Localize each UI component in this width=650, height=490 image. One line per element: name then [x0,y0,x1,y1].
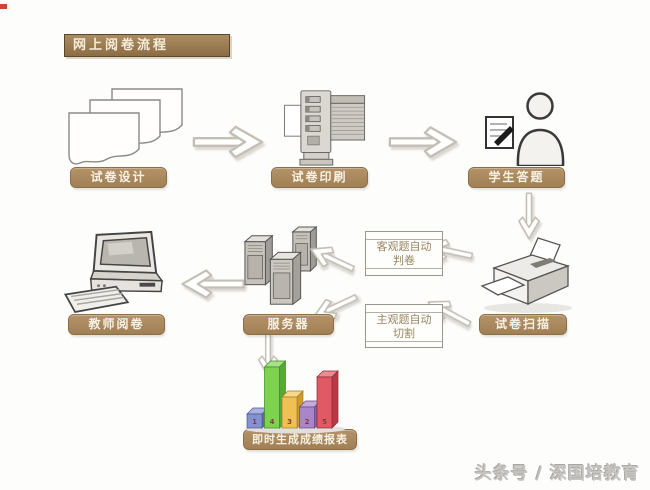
subjective-cutting-box: 主观题自动 切割 [365,304,443,348]
node-label-teacher-marking: 教师阅卷 [68,314,165,335]
node-label-report: 即时生成成绩报表 [243,429,357,450]
svg-text:2: 2 [305,418,310,426]
objective-grading-line2: 判卷 [393,254,415,267]
arrow-print-to-answer [388,123,458,161]
node-label-student-answer: 学生答题 [468,167,565,188]
arrow-objective-to-server [303,236,361,282]
node-label-paper-design: 试卷设计 [70,167,167,188]
papers-icon [68,88,183,166]
report-chart: 1 4 3 2 5 [243,358,358,436]
node-label-paper-printing: 试卷印刷 [271,167,368,188]
svg-text:3: 3 [287,418,292,426]
arrow-answer-to-scan [511,192,547,240]
computer-icon [60,230,182,314]
objective-grading-line1: 客观题自动 [376,240,432,253]
server-icon [238,226,333,314]
objective-grading-box: 客观题自动 判卷 [365,231,443,276]
arrow-subjective-to-server [305,284,365,330]
student-icon [474,90,574,166]
corner-mark [0,4,7,9]
arrow-design-to-print [192,123,264,161]
svg-text:5: 5 [322,418,327,426]
subjective-cutting-line2: 切割 [393,327,415,340]
watermark-text: 头条号 / 深国培教育 [474,464,640,484]
scanner-icon [478,236,580,314]
diagram-title: 网上阅卷流程 [73,38,170,53]
node-label-server: 服务器 [243,314,334,335]
svg-text:4: 4 [270,418,275,426]
arrow-server-to-teacher [180,267,246,301]
report-bars: 1 4 3 2 5 [246,360,339,429]
node-label-paper-scanning: 试卷扫描 [479,314,567,335]
subjective-cutting-line1: 主观题自动 [376,313,432,326]
printer-icon [278,86,373,168]
diagram-title-banner: 网上阅卷流程 [64,34,230,57]
svg-text:1: 1 [252,418,257,426]
